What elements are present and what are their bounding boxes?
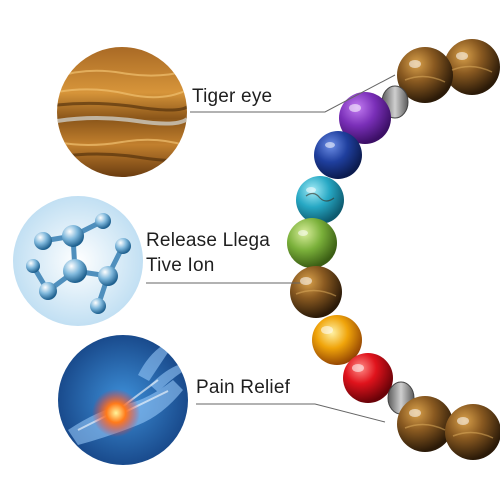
molecule-image (13, 196, 143, 326)
ion-label-line2: Tive Ion (146, 255, 215, 276)
tiger-eye-stone-image (57, 47, 187, 177)
bead-tiger-eye (397, 47, 453, 103)
bead-tiger-eye (290, 266, 342, 318)
bead-jasper (287, 218, 337, 268)
bead-blue (314, 131, 362, 179)
bead-turquoise (296, 176, 344, 224)
bead-red (343, 353, 393, 403)
ion-label-line1: Release Llega (146, 230, 271, 251)
pain-relief-label: Pain Relief (196, 377, 291, 398)
wrist-pain-image (58, 335, 188, 465)
tiger-eye-label: Tiger eye (192, 86, 273, 107)
